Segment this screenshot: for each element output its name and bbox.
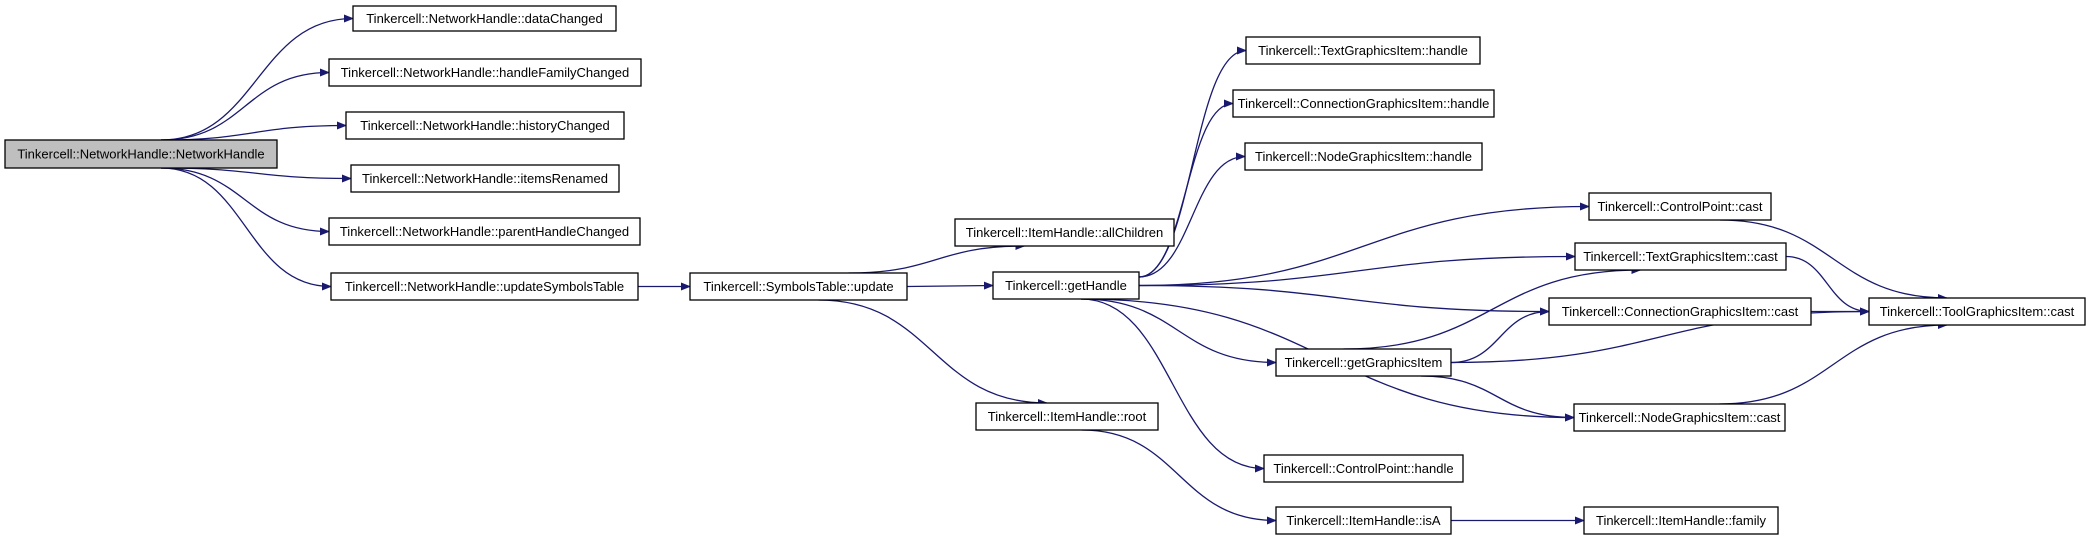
graph-node-n13[interactable]: Tinkercell::NodeGraphicsItem::handle (1244, 142, 1483, 171)
graph-node-n7[interactable]: Tinkercell::SymbolsTable::update (689, 272, 908, 301)
node-label: Tinkercell::ItemHandle::allChildren (966, 225, 1164, 240)
node-box (350, 164, 620, 193)
node-label: Tinkercell::NetworkHandle::handleFamilyC… (341, 65, 630, 80)
node-box (992, 271, 1140, 300)
node-label: Tinkercell::SymbolsTable::update (703, 279, 893, 294)
graph-node-n5[interactable]: Tinkercell::NetworkHandle::parentHandleC… (328, 217, 641, 246)
graph-node-n16[interactable]: Tinkercell::ItemHandle::isA (1275, 506, 1452, 535)
node-box (1868, 297, 2086, 326)
graph-node-n0[interactable]: Tinkercell::NetworkHandle::NetworkHandle (4, 139, 278, 169)
edge-n9-n17 (1138, 202, 1590, 287)
edge-n0-n2 (160, 68, 330, 141)
graph-node-n2[interactable]: Tinkercell::NetworkHandle::handleFamilyC… (328, 58, 642, 87)
node-box (1275, 348, 1452, 377)
edge-n9-n15 (1080, 298, 1265, 473)
node-label: Tinkercell::NetworkHandle::parentHandleC… (340, 224, 629, 239)
edge-n0-n5 (160, 167, 330, 236)
node-label: Tinkercell::ToolGraphicsItem::cast (1880, 304, 2075, 319)
node-box (689, 272, 908, 301)
node-box (1588, 192, 1772, 221)
node-box (1574, 242, 1787, 271)
graph-node-n15[interactable]: Tinkercell::ControlPoint::handle (1263, 454, 1464, 483)
node-label: Tinkercell::NetworkHandle::NetworkHandle (17, 147, 264, 162)
graph-node-n17[interactable]: Tinkercell::ControlPoint::cast (1588, 192, 1772, 221)
edge-n9-n14 (1080, 298, 1277, 367)
node-label: Tinkercell::getGraphicsItem (1285, 355, 1443, 370)
graph-node-n19[interactable]: Tinkercell::ConnectionGraphicsItem::cast (1548, 297, 1812, 326)
graph-node-n10[interactable]: Tinkercell::ItemHandle::root (975, 402, 1159, 431)
node-label: Tinkercell::ControlPoint::cast (1598, 199, 1763, 214)
node-box (328, 58, 642, 87)
edge-n0-n3 (160, 121, 347, 141)
node-box (352, 5, 617, 32)
node-label: Tinkercell::ControlPoint::handle (1273, 461, 1453, 476)
node-layer: Tinkercell::NetworkHandle::NetworkHandle… (4, 5, 2086, 535)
edge-n14-n19 (1450, 307, 1550, 364)
graph-node-n1[interactable]: Tinkercell::NetworkHandle::dataChanged (352, 5, 617, 32)
edge-n9-n19 (1138, 284, 1550, 316)
graph-node-n12[interactable]: Tinkercell::ConnectionGraphicsItem::hand… (1232, 89, 1495, 118)
node-box (1548, 297, 1812, 326)
graph-node-n8[interactable]: Tinkercell::ItemHandle::allChildren (954, 218, 1175, 247)
edge-n14-n18 (1343, 266, 1642, 350)
edge-n7-n10 (818, 299, 1048, 407)
node-label: Tinkercell::ItemHandle::family (1596, 513, 1767, 528)
edge-n9-n13 (1138, 152, 1246, 278)
node-label: Tinkercell::ConnectionGraphicsItem::cast (1562, 304, 1799, 319)
node-label: Tinkercell::NetworkHandle::updateSymbols… (345, 279, 624, 294)
edge-n17-n22 (1719, 219, 1948, 302)
edge-n7-n8 (848, 242, 1026, 274)
edge-n10-n16 (1081, 429, 1277, 525)
node-box (1263, 454, 1464, 483)
edge-n9-n12 (1138, 99, 1234, 278)
node-label: Tinkercell::ItemHandle::isA (1286, 513, 1440, 528)
edge-n0-n1 (160, 14, 354, 141)
node-box (1583, 506, 1779, 535)
node-label: Tinkercell::NodeGraphicsItem::cast (1579, 410, 1781, 425)
node-box (1244, 142, 1483, 171)
edge-n7-n9 (906, 281, 994, 290)
node-label: Tinkercell::NodeGraphicsItem::handle (1255, 149, 1472, 164)
node-label: Tinkercell::TextGraphicsItem::handle (1258, 43, 1468, 58)
node-label: Tinkercell::NetworkHandle::itemsRenamed (362, 171, 608, 186)
edge-n0-n6 (160, 167, 332, 291)
node-label: Tinkercell::NetworkHandle::historyChange… (360, 118, 610, 133)
node-box (345, 111, 625, 140)
node-box (4, 139, 278, 169)
graph-node-n18[interactable]: Tinkercell::TextGraphicsItem::cast (1574, 242, 1787, 271)
graph-node-n3[interactable]: Tinkercell::NetworkHandle::historyChange… (345, 111, 625, 140)
node-label: Tinkercell::getHandle (1005, 278, 1127, 293)
edge-n20-n22 (1719, 321, 1948, 405)
node-box (975, 402, 1159, 431)
node-label: Tinkercell::ItemHandle::root (988, 409, 1147, 424)
graph-node-n4[interactable]: Tinkercell::NetworkHandle::itemsRenamed (350, 164, 620, 193)
edge-n18-n22 (1785, 255, 1870, 316)
node-box (1232, 89, 1495, 118)
node-box (1245, 36, 1481, 65)
edge-n9-n18 (1138, 252, 1576, 287)
node-box (328, 217, 641, 246)
node-label: Tinkercell::ConnectionGraphicsItem::hand… (1238, 96, 1490, 111)
edge-n14-n20 (1420, 375, 1575, 422)
node-box (330, 272, 639, 301)
graph-node-n22[interactable]: Tinkercell::ToolGraphicsItem::cast (1868, 297, 2086, 326)
graph-node-n9[interactable]: Tinkercell::getHandle (992, 271, 1140, 300)
graph-node-n14[interactable]: Tinkercell::getGraphicsItem (1275, 348, 1452, 377)
node-label: Tinkercell::NetworkHandle::dataChanged (366, 11, 603, 26)
node-box (954, 218, 1175, 247)
graph-node-n11[interactable]: Tinkercell::TextGraphicsItem::handle (1245, 36, 1481, 65)
graph-node-n6[interactable]: Tinkercell::NetworkHandle::updateSymbols… (330, 272, 639, 301)
graph-node-n20[interactable]: Tinkercell::NodeGraphicsItem::cast (1573, 403, 1786, 432)
node-label: Tinkercell::TextGraphicsItem::cast (1583, 249, 1778, 264)
node-box (1275, 506, 1452, 535)
node-box (1573, 403, 1786, 432)
graph-node-n21[interactable]: Tinkercell::ItemHandle::family (1583, 506, 1779, 535)
